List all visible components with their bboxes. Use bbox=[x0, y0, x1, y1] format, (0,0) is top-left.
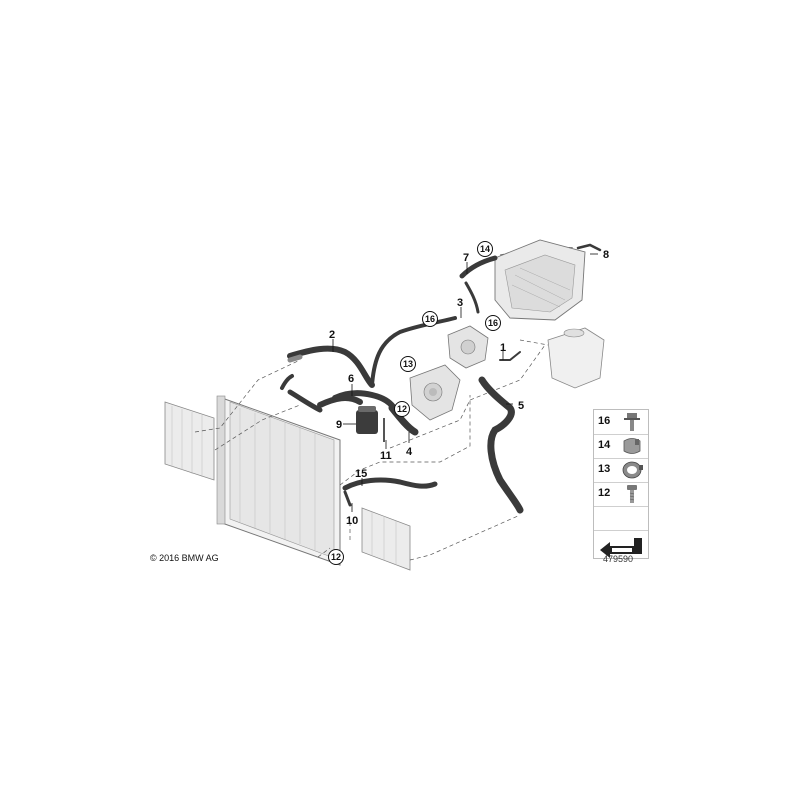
svg-text:16: 16 bbox=[425, 314, 435, 324]
callout-4: 4 bbox=[406, 446, 413, 458]
legend-row-16: 16 bbox=[594, 410, 648, 435]
legend-number-14: 14 bbox=[598, 439, 611, 451]
charge-air-housing bbox=[494, 239, 586, 321]
thermostat-housing bbox=[447, 325, 489, 369]
circled-callout-14: 14 bbox=[477, 241, 493, 257]
callout-6: 6 bbox=[348, 373, 354, 385]
legend-row-13: 13 bbox=[594, 458, 648, 483]
circled-callout-12-upper: 12 bbox=[394, 401, 410, 417]
svg-text:12: 12 bbox=[331, 552, 341, 562]
circled-callout-16-upper: 16 bbox=[422, 311, 438, 327]
auxiliary-radiator-left bbox=[164, 401, 215, 481]
legend-row-empty bbox=[594, 506, 648, 531]
svg-text:12: 12 bbox=[397, 404, 407, 414]
svg-text:13: 13 bbox=[403, 359, 413, 369]
callout-1: 1 bbox=[500, 342, 506, 354]
callout-15: 15 bbox=[355, 468, 367, 480]
circled-callout-16-right: 16 bbox=[485, 315, 501, 331]
copyright-notice: © 2016 BMW AG bbox=[150, 553, 219, 563]
callout-8: 8 bbox=[603, 249, 609, 261]
legend-number-16: 16 bbox=[598, 415, 611, 427]
spring-clamp-icon bbox=[622, 461, 643, 479]
circled-callouts: 14 16 16 13 12 12 bbox=[328, 241, 501, 565]
figure-number: 479590 bbox=[603, 554, 634, 564]
legend-row-14: 14 bbox=[594, 434, 648, 459]
radiator bbox=[216, 395, 341, 566]
callout-labels: 1 2 3 4 5 6 7 8 9 10 11 15 bbox=[329, 249, 609, 527]
hose-clamp-icon bbox=[623, 438, 641, 454]
callout-11: 11 bbox=[380, 450, 392, 462]
legend-number-13: 13 bbox=[598, 463, 611, 475]
callout-5: 5 bbox=[518, 400, 524, 412]
legend-number-12: 12 bbox=[598, 487, 611, 499]
svg-text:16: 16 bbox=[488, 318, 498, 328]
callout-7: 7 bbox=[463, 252, 469, 264]
coolant-hoses bbox=[280, 243, 602, 514]
svg-text:14: 14 bbox=[480, 244, 490, 254]
auxiliary-radiator-lower bbox=[361, 507, 411, 571]
circled-callout-13: 13 bbox=[400, 356, 416, 372]
callout-2: 2 bbox=[329, 329, 335, 341]
bolt-flange-icon bbox=[624, 413, 640, 431]
small-parts-legend: 16 14 13 12 bbox=[593, 409, 649, 559]
filter-canister bbox=[356, 406, 378, 434]
bolt-icon bbox=[627, 485, 637, 503]
legend-row-12: 12 bbox=[594, 482, 648, 507]
leader-lines bbox=[332, 253, 598, 512]
callout-10: 10 bbox=[346, 515, 358, 527]
callout-9: 9 bbox=[336, 419, 342, 431]
callout-3: 3 bbox=[457, 297, 463, 309]
circled-callout-12-lower: 12 bbox=[328, 549, 344, 565]
arrow-symbol-icon bbox=[600, 538, 642, 558]
water-pump bbox=[409, 364, 461, 421]
expansion-tank bbox=[547, 327, 605, 389]
